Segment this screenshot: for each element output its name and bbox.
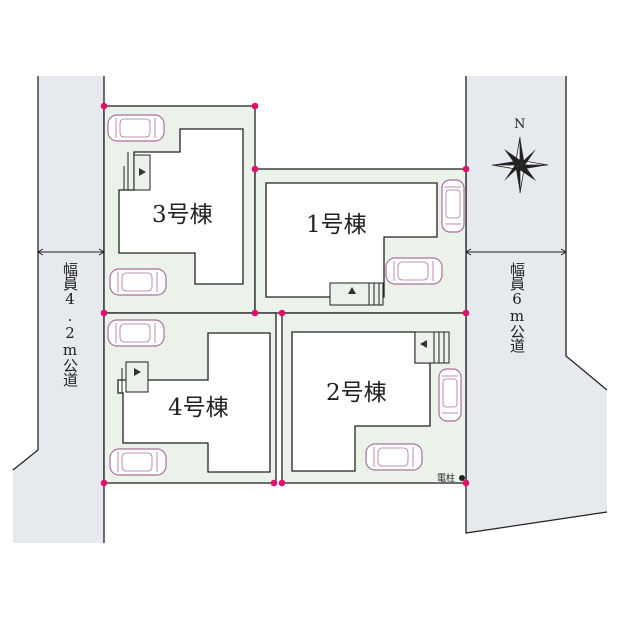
entrance-2: [414, 331, 450, 364]
road-width-arrow: [37, 248, 567, 256]
parking-car-icon: [365, 443, 423, 471]
parking-car-icon: [109, 448, 167, 476]
parking-car-icon: [385, 257, 443, 285]
lot-3-label: 3号棟: [152, 202, 213, 228]
parking-car-icon: [441, 179, 465, 233]
utility-pole-icon: [459, 475, 465, 481]
lot-1-label: 1号棟: [306, 212, 367, 238]
west-road-edge: [12, 76, 39, 471]
boundary-markers: [100, 102, 470, 487]
parking-car-icon: [107, 319, 165, 347]
east-road-label: 幅員6m公道: [508, 262, 526, 352]
lot-2-label: 2号棟: [326, 380, 387, 406]
west-road-label: 幅員4.2m公道: [61, 262, 79, 386]
parking-car-icon: [107, 114, 165, 142]
utility-pole-label: 電柱: [437, 472, 455, 484]
lot-4-label: 4号棟: [168, 395, 229, 421]
parking-car-icon: [109, 268, 167, 296]
entrance-3: [123, 152, 151, 191]
compass-north-label: N: [514, 117, 525, 132]
entrance-4: [121, 361, 149, 393]
east-road: [466, 76, 607, 533]
west-road: [13, 76, 104, 543]
east-road-edge: [565, 76, 608, 391]
building-1: [265, 182, 438, 298]
entrance-1: [329, 282, 384, 306]
compass-icon: [491, 136, 549, 194]
parking-car-icon: [438, 368, 462, 422]
